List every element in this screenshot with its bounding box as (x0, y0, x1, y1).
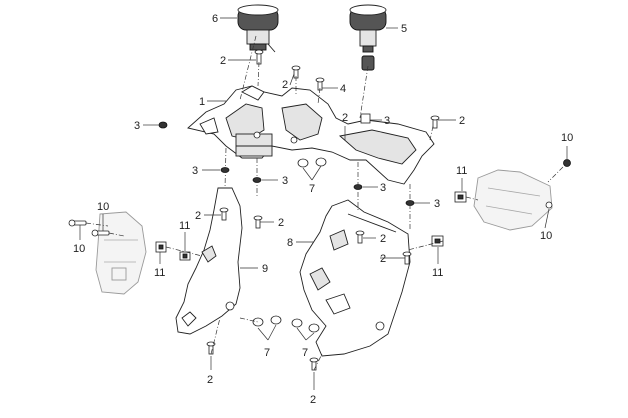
callout-1: 1 (199, 96, 205, 108)
screw-2-right (430, 115, 440, 129)
callout-9: 9 (262, 263, 268, 275)
callout-2-bracket: 2 (342, 112, 348, 124)
part-9-left-cover (175, 187, 243, 335)
leader-lines (79, 17, 568, 390)
part-1-upper-bracket (187, 85, 435, 185)
callout-10-top-right: 10 (561, 132, 573, 144)
screw-2-bottom-right (309, 357, 319, 371)
callout-11-left-b: 11 (154, 267, 165, 279)
nut-3-mid-a (220, 167, 230, 173)
screw-10-left-a (68, 219, 87, 227)
grommet-7-top-b (315, 157, 327, 167)
callout-5: 5 (401, 23, 407, 35)
nut-3-right-c (360, 113, 371, 124)
callout-10-left-low: 10 (73, 243, 85, 255)
clip-11-left (155, 241, 167, 253)
callout-11-right-low: 11 (432, 267, 443, 279)
callout-3-right-b: 3 (434, 198, 440, 210)
clip-11-right-top (454, 191, 467, 203)
callout-7-top: 7 (309, 183, 315, 195)
callout-2-mid: 2 (278, 217, 284, 229)
screw-2-mid-left (219, 207, 229, 221)
callout-2-mid-left: 2 (195, 210, 201, 222)
callout-11-left-a: 11 (179, 220, 190, 232)
grommet-7-low-d (308, 323, 320, 333)
callout-11-right-top: 11 (456, 165, 467, 177)
clip-11-right-bottom (431, 235, 444, 247)
screw-10-right (563, 159, 571, 167)
part-10-left-module (95, 211, 147, 295)
screw-2-cover-a (355, 230, 365, 244)
callout-2-bottom-left: 2 (207, 374, 213, 386)
grommet-7-low-a (252, 317, 264, 327)
grommet-7-low-b (270, 315, 282, 325)
callout-4: 4 (340, 83, 346, 95)
callout-10-right-low: 10 (540, 230, 552, 242)
part-8-right-cover (299, 199, 411, 357)
callout-7-low-right: 7 (302, 347, 308, 359)
callout-3-mid: 3 (282, 175, 288, 187)
callout-7-low-left: 7 (264, 347, 270, 359)
callout-2-cover-b: 2 (380, 253, 386, 265)
callout-2-right: 2 (459, 115, 465, 127)
callout-3-right-a: 3 (380, 182, 386, 194)
grommet-7-low-c (291, 318, 303, 328)
grommet-7-top-a (297, 158, 309, 168)
callout-10-left-top: 10 (97, 201, 109, 213)
alignment-lines (85, 35, 564, 371)
callout-3-left: 3 (134, 120, 140, 132)
callout-3-mid-left: 3 (192, 165, 198, 177)
callout-2-cover-a: 2 (380, 233, 386, 245)
screw-10-left-b (91, 229, 110, 237)
callout-labels: 6 5 2 2 4 1 3 3 2 2 10 3 3 7 3 3 11 10 1… (73, 13, 573, 406)
callout-3-top-right: 3 (384, 115, 390, 127)
callout-2-top-left: 2 (220, 55, 226, 67)
callout-2-bottom-right: 2 (310, 394, 316, 406)
callout-8: 8 (287, 237, 293, 249)
callout-2-top-mid: 2 (282, 79, 288, 91)
screw-2-mid-right (253, 215, 263, 229)
screw-2-cover-b (402, 251, 412, 265)
part-10-right-module (473, 169, 553, 231)
nut-3-left (158, 121, 168, 129)
screw-2-top-left (254, 49, 264, 65)
callout-6: 6 (212, 13, 218, 25)
part-5-switch (349, 4, 387, 71)
clip-11-left-b (179, 251, 191, 261)
part-6-key-switch (237, 4, 279, 53)
